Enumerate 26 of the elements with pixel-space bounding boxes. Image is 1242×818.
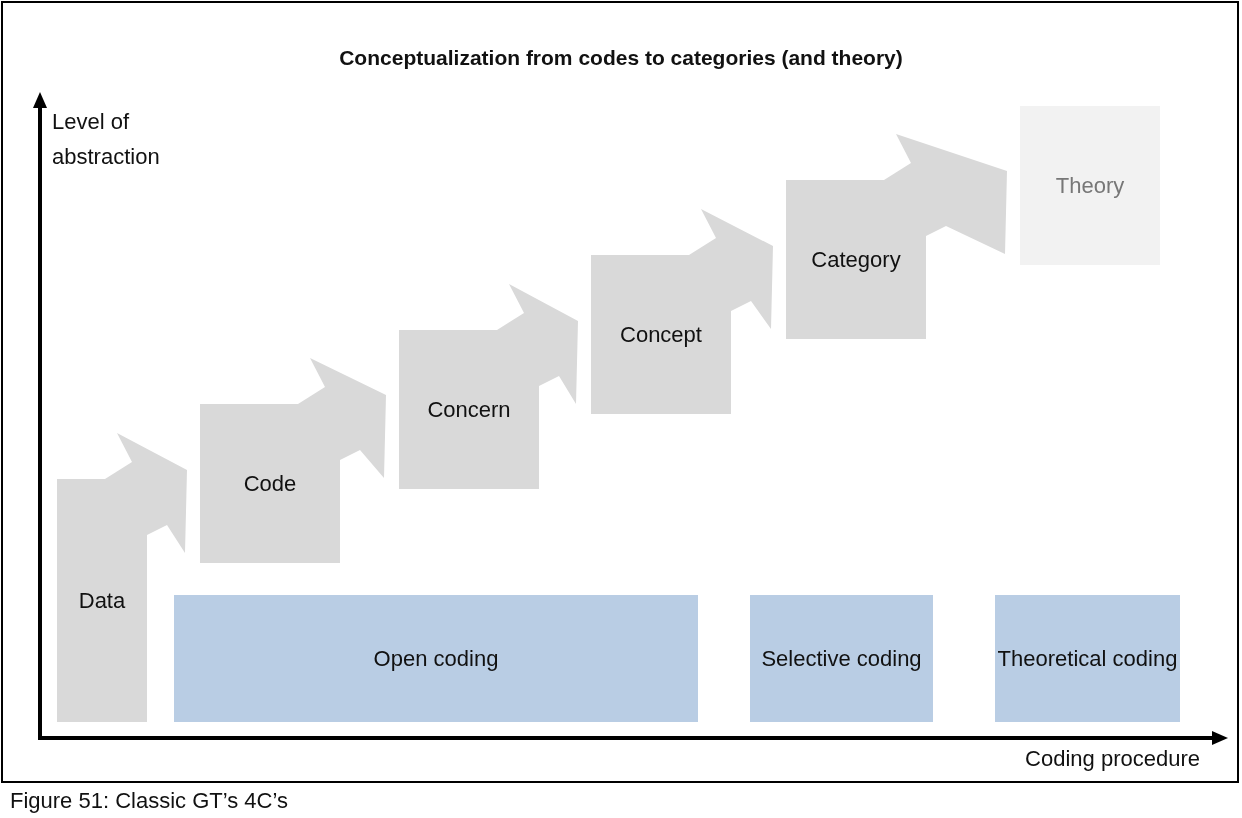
figure-caption: Figure 51: Classic GT’s 4C’s: [10, 788, 288, 814]
bent-arrow: [689, 209, 773, 329]
concept-step-box: [399, 330, 539, 489]
node-label: Concept: [620, 320, 702, 349]
node-label: Theoretical coding: [997, 644, 1178, 673]
node-label: Open coding: [373, 644, 499, 673]
coding-phase-box: [750, 595, 933, 722]
coding-phase-box: [174, 595, 698, 722]
coding-phase-box: [995, 595, 1180, 722]
node-label: Theory: [1055, 171, 1125, 200]
concept-step-box: [591, 255, 731, 414]
axis-title: Coding procedure: [1025, 746, 1200, 772]
concept-step-box: [57, 479, 147, 722]
node-label: Category: [811, 245, 901, 274]
concept-step-box: [200, 404, 340, 563]
bent-arrow: [497, 284, 578, 404]
node-label: Concern: [427, 395, 511, 424]
node-label: Code: [243, 469, 297, 498]
node-label: Selective coding: [761, 644, 922, 673]
axis-title: Level of abstraction: [52, 108, 161, 172]
concept-step-box: [786, 180, 926, 339]
node-label: Data: [78, 586, 126, 615]
bent-arrow: [105, 433, 187, 553]
bent-arrow: [298, 358, 386, 478]
bent-arrow: [884, 134, 1007, 254]
diagram-title: Conceptualization from codes to categories (and theory): [338, 46, 904, 70]
